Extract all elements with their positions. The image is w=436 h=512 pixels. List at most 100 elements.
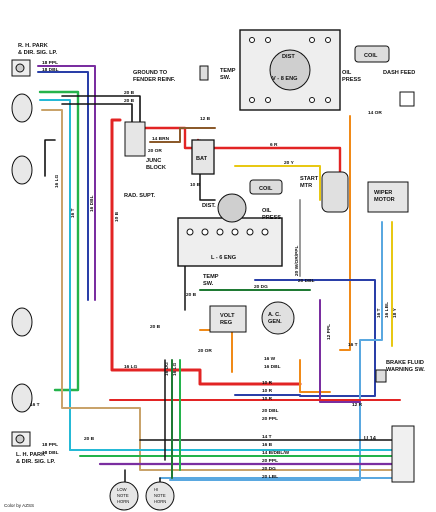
wire-tan-left: [41, 109, 401, 471]
starter-icon: [321, 171, 349, 213]
coil-icon: [354, 45, 390, 63]
temp-mid-label-2: SW.: [203, 281, 214, 287]
oil-top-label-2: PRESS: [342, 77, 361, 83]
wire-label: 20 DG: [262, 466, 276, 472]
brake-label-2: WARNING SW.: [386, 367, 425, 373]
spark-plug-row: [249, 37, 331, 103]
headlamp-icon: [11, 93, 33, 123]
wire-label: 20 PPL: [262, 458, 278, 464]
wire-label: 18 DBL: [42, 450, 59, 456]
brake-warning-switch: BRAKE FLUID WARNING SW.: [375, 360, 425, 383]
headlamp-icon: [11, 307, 33, 337]
brake-switch-icon: [375, 369, 387, 383]
wire-orange-14: [339, 115, 351, 351]
start-label-2: MTR: [300, 183, 312, 189]
wire-label: 20 B: [150, 324, 161, 330]
wire-label: 20 DG: [254, 284, 268, 290]
wire-black-20b-2: [61, 103, 133, 131]
wire-dbl-mid: [254, 279, 376, 397]
coil-top: COIL: [354, 45, 390, 63]
junc-label-2: BLOCK: [146, 165, 166, 171]
wire-label: 16 T: [348, 342, 358, 348]
temp-switch-top: TEMP SW.: [199, 65, 236, 81]
dash-feed-label: DASH FEED: [383, 70, 415, 76]
wire-label: 12 B: [200, 116, 211, 122]
wire-label: 20 B: [124, 98, 135, 104]
dist-mid-icon: [217, 193, 247, 223]
hi-horn-label-1: HI: [154, 487, 158, 492]
wire-label: 16 DBL: [264, 364, 281, 370]
wiper-label-2: MOTOR: [374, 197, 395, 203]
volt-reg-icon: [209, 305, 247, 333]
l6-plug-row: [186, 228, 269, 236]
gen-label-1: A. C.: [268, 312, 281, 318]
rh-bulb-icon: [15, 63, 25, 73]
voltage-regulator: VOLT REG: [209, 305, 247, 333]
horn-icon: [145, 481, 175, 511]
wire-label: 20 B: [84, 436, 95, 442]
wire-label: 20 PPL: [262, 416, 278, 422]
wire-label: 12 PPL: [326, 324, 332, 340]
l6-label: L - 6 ENG: [211, 255, 236, 261]
starter-motor: START MTR: [300, 171, 349, 213]
hi-horn-label-2: NOTE: [154, 493, 166, 498]
wire-purple-right: [319, 299, 361, 403]
u14-connector: [391, 425, 415, 483]
wire-label: 20 DBL: [298, 278, 315, 284]
temp-top-label-2: SW.: [220, 75, 231, 81]
battery: BAT: [191, 139, 215, 175]
coil-mid-label: COIL: [259, 186, 273, 192]
dash-connector-icon: [399, 91, 415, 107]
oil-mid-label-1: OIL: [262, 208, 272, 214]
wire-label: 20 LBL: [262, 474, 278, 480]
wire-lg-left: [38, 90, 80, 392]
junction-block-icon: [124, 121, 146, 157]
lh-park-lamp: L. H. PARK & DIR. SIG. LP.: [11, 431, 56, 465]
wire-label: 16 LG: [54, 174, 60, 188]
wire-label: 10 R: [262, 380, 273, 386]
coil-top-label: COIL: [364, 53, 378, 59]
horn-icon: [109, 481, 139, 511]
dist-top-label: DIST: [282, 54, 295, 60]
wire-label: 10 R: [262, 396, 273, 402]
wire-label: 10 R: [262, 388, 273, 394]
wire-red-top: [138, 126, 342, 192]
rh-headlamps: [11, 93, 33, 413]
wire-label: 16 DBL: [89, 195, 95, 212]
l6-block: [177, 217, 283, 267]
oil-mid-label-2: PRESS: [262, 215, 281, 221]
wire-label: 12 R: [352, 402, 363, 408]
wire-label: 16 T: [30, 402, 40, 408]
wire-label: 16 B: [262, 442, 273, 448]
junction-block: JUNC BLOCK: [124, 121, 166, 171]
oil-top-label-1: OIL: [342, 70, 352, 76]
wiper-label-1: WIPER: [374, 190, 392, 196]
wire-label: 18 Y: [392, 307, 398, 318]
wire-label: 18 PPL: [42, 60, 58, 66]
wire-label: 20 DBL: [262, 408, 279, 414]
generator-icon: [261, 301, 295, 335]
wire-label: 14 T: [262, 434, 272, 440]
wire-label: 14 OR: [368, 110, 382, 116]
l6-engine: DIST. L - 6 ENG: [177, 193, 283, 267]
ground-label-2: FENDER REINF.: [133, 77, 176, 83]
wire-label: 18 DBL: [42, 67, 59, 73]
temp-top-label-1: TEMP: [220, 68, 236, 74]
headlamp-icon: [11, 155, 33, 185]
coil-mid: COIL: [249, 179, 283, 195]
lh-lamp-label-1: L. H. PARK: [16, 452, 45, 458]
wire-black-20b: [61, 95, 141, 123]
battery-icon: [191, 139, 215, 175]
wire-label: 20 W/OR/PPL: [294, 246, 300, 276]
wire-labels: 18 PPL 18 DBL 20 B 20 B 12 B 14 BRN 20 O…: [30, 60, 398, 480]
gen-label-2: GEN.: [268, 319, 282, 325]
wire-brown: [149, 127, 216, 143]
high-horn: HI NOTE HORN: [145, 481, 175, 511]
brake-label-1: BRAKE FLUID: [386, 360, 424, 366]
wire-label: 16 LG: [124, 364, 138, 370]
wire-label: 20 OR: [198, 348, 212, 354]
wire-black-left: [44, 139, 56, 177]
wire-purple-top: [37, 65, 96, 301]
wire-label: 18 PPL: [42, 442, 58, 448]
wire-label: 6 R: [270, 142, 278, 148]
